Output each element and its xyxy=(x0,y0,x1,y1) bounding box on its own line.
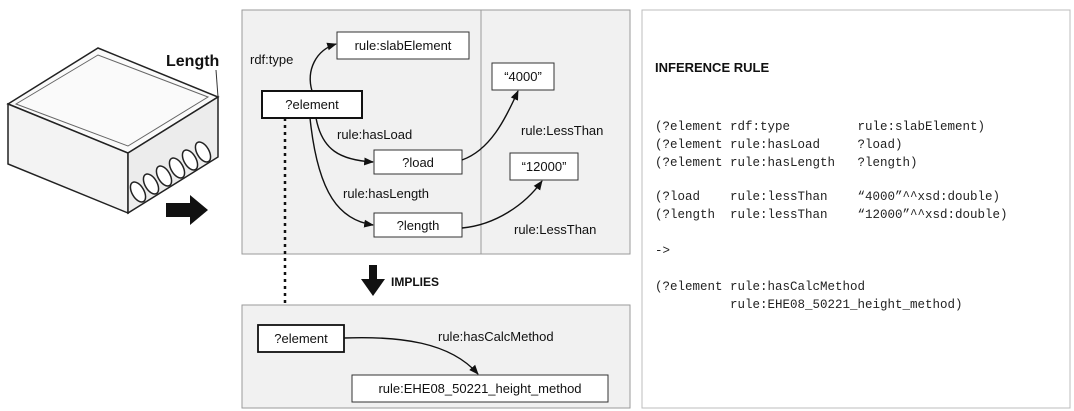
node-length: ?length xyxy=(373,212,463,238)
rule-line-5: (?length rule:lessThan “12000”^^xsd:doub… xyxy=(655,208,1008,222)
edge-label-rdf-type: rdf:type xyxy=(250,52,293,67)
edge-label-has-load: rule:hasLoad xyxy=(337,127,412,142)
inference-rule-title: INFERENCE RULE xyxy=(655,60,769,75)
hollow-core-voids xyxy=(129,141,212,203)
rule-line-7: rule:EHE08_50221_height_method) xyxy=(655,298,963,312)
length-label: Length xyxy=(166,53,219,70)
svg-text:rule:EHE08_50221_height_method: rule:EHE08_50221_height_method xyxy=(378,381,581,396)
edge-less-than-2 xyxy=(461,180,543,229)
rule-line-1: (?element rdf:type rule:slabElement) xyxy=(655,120,985,134)
svg-text:“12000”: “12000” xyxy=(522,159,567,174)
right-arrow-icon xyxy=(166,195,208,225)
node-value-4000: “4000” xyxy=(491,62,555,91)
node-load: ?load xyxy=(373,149,463,175)
edge-has-load xyxy=(315,117,374,166)
node-element-top: ?element xyxy=(261,90,363,119)
edge-label-has-length: rule:hasLength xyxy=(343,186,429,201)
rule-arrow: -> xyxy=(655,244,670,258)
node-slab-element: rule:slabElement xyxy=(336,31,470,60)
node-value-12000: “12000” xyxy=(509,152,579,181)
edge-has-length xyxy=(309,117,374,228)
edge-has-calc-method xyxy=(343,336,479,375)
svg-text:?length: ?length xyxy=(397,218,440,233)
rule-line-4: (?load rule:lessThan “4000”^^xsd:double) xyxy=(655,190,1000,204)
edge-label-has-calc-method: rule:hasCalcMethod xyxy=(438,329,554,344)
implies-label: IMPLIES xyxy=(391,275,439,289)
rule-line-2: (?element rule:hasLoad ?load) xyxy=(655,138,903,152)
edge-label-less-than-1: rule:LessThan xyxy=(521,123,603,138)
edge-rdf-type xyxy=(309,42,337,92)
node-element-bottom: ?element xyxy=(257,324,345,353)
inference-rule-panel: INFERENCE RULE (?element rdf:type rule:s… xyxy=(641,9,1071,409)
rule-line-3: (?element rule:hasLength ?length) xyxy=(655,156,918,170)
svg-text:?load: ?load xyxy=(402,155,434,170)
rule-line-6: (?element rule:hasCalcMethod xyxy=(655,280,865,294)
svg-text:rule:slabElement: rule:slabElement xyxy=(355,38,452,53)
edge-less-than-1 xyxy=(461,90,519,161)
svg-text:“4000”: “4000” xyxy=(504,69,542,84)
svg-text:?element: ?element xyxy=(285,97,339,112)
edge-label-less-than-2: rule:LessThan xyxy=(514,222,596,237)
node-calc-method: rule:EHE08_50221_height_method xyxy=(351,374,609,403)
implies-arrow: IMPLIES xyxy=(361,265,439,296)
edges-top xyxy=(309,42,543,229)
svg-text:?element: ?element xyxy=(274,331,328,346)
slab-illustration: Length xyxy=(6,47,220,225)
